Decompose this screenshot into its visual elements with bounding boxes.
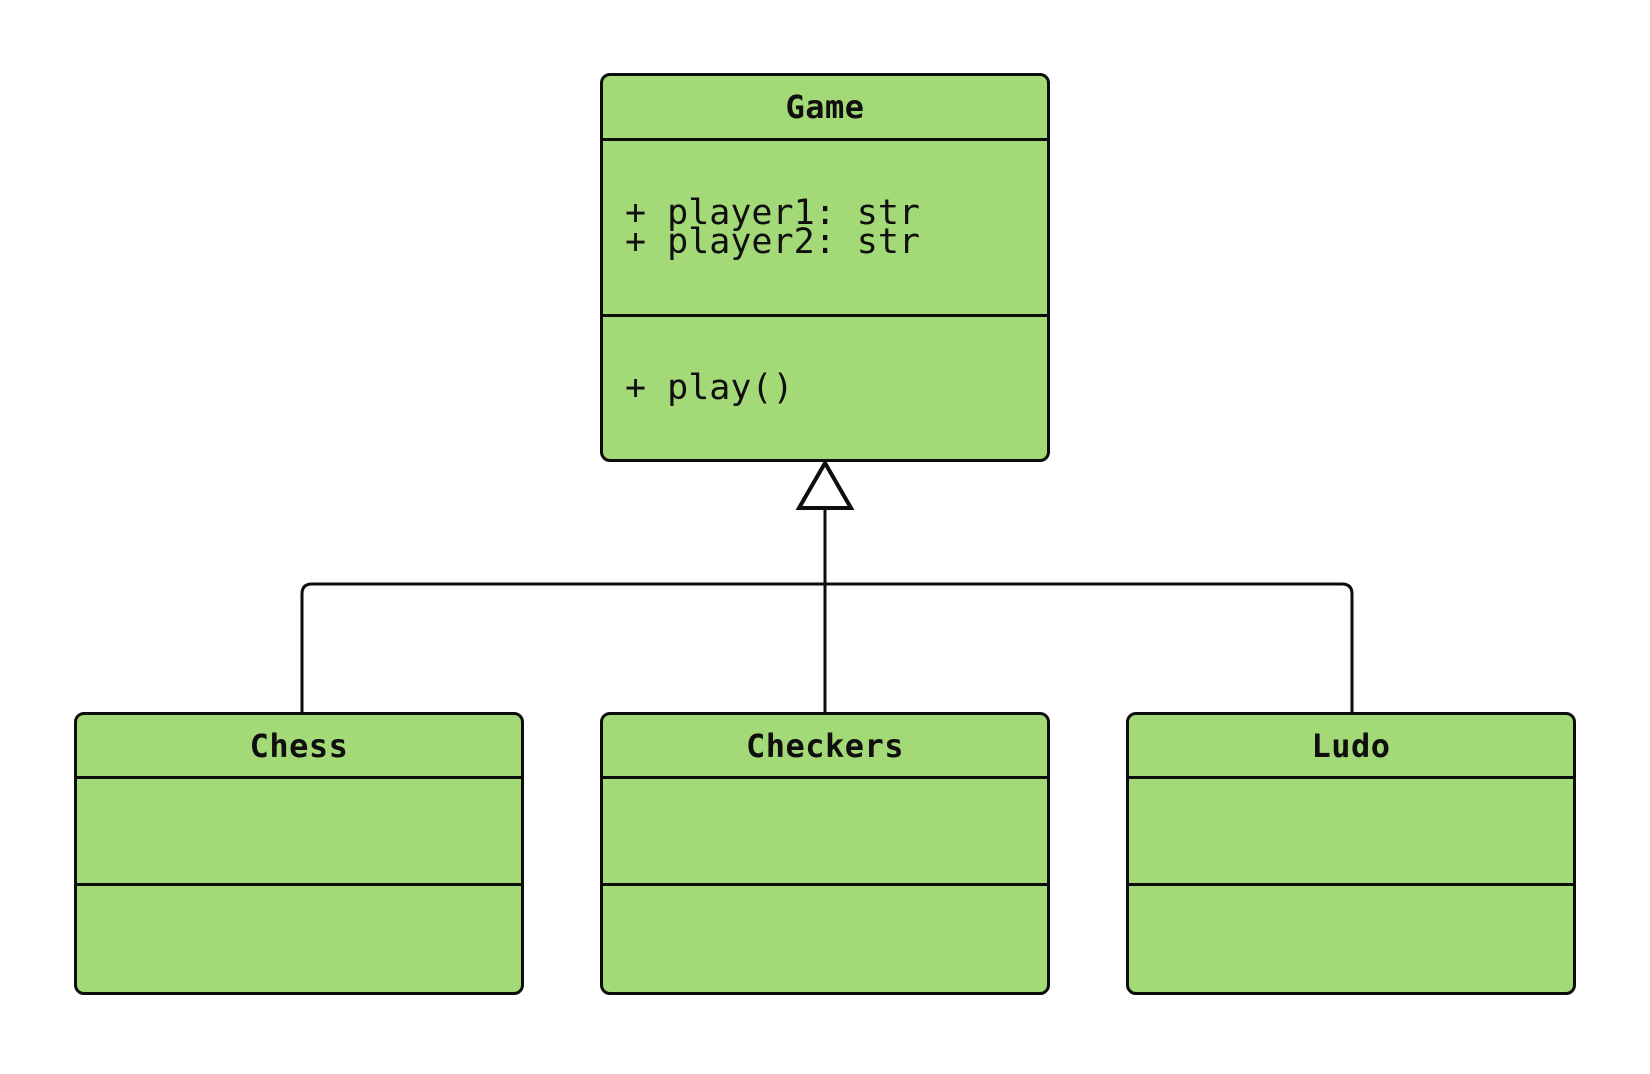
class-node-ludo: Ludo bbox=[1126, 712, 1576, 995]
connector-branch-line bbox=[300, 582, 1354, 712]
attribute-line: + player2: str bbox=[625, 221, 921, 262]
class-node-chess: Chess bbox=[74, 712, 524, 995]
inheritance-triangle-icon bbox=[795, 459, 855, 510]
class-name-label-chess: Chess bbox=[249, 726, 349, 765]
class-name-label-ludo: Ludo bbox=[1311, 726, 1391, 765]
class-title-compartment-ludo: Ludo bbox=[1129, 715, 1573, 776]
class-attributes-compartment-ludo bbox=[1129, 776, 1573, 883]
class-name-label-game: Game bbox=[785, 88, 865, 126]
method-line: + play() bbox=[625, 367, 794, 408]
class-methods-compartment-chess bbox=[77, 883, 521, 992]
class-title-compartment-checkers: Checkers bbox=[603, 715, 1047, 776]
class-attributes-compartment-game: + player1: str + player2: str bbox=[603, 138, 1047, 314]
class-methods-compartment-checkers bbox=[603, 883, 1047, 992]
class-title-compartment-chess: Chess bbox=[77, 715, 521, 776]
attribute-line: + player1: str bbox=[625, 192, 921, 233]
class-node-game: Game + player1: str + player2: str + pla… bbox=[600, 73, 1050, 462]
class-attributes-compartment-checkers bbox=[603, 776, 1047, 883]
class-methods-compartment-ludo bbox=[1129, 883, 1573, 992]
class-methods-compartment-game: + play() bbox=[603, 314, 1047, 459]
class-attributes-compartment-chess bbox=[77, 776, 521, 883]
class-node-checkers: Checkers bbox=[600, 712, 1050, 995]
class-title-compartment-game: Game bbox=[603, 76, 1047, 138]
class-name-label-checkers: Checkers bbox=[745, 726, 905, 765]
